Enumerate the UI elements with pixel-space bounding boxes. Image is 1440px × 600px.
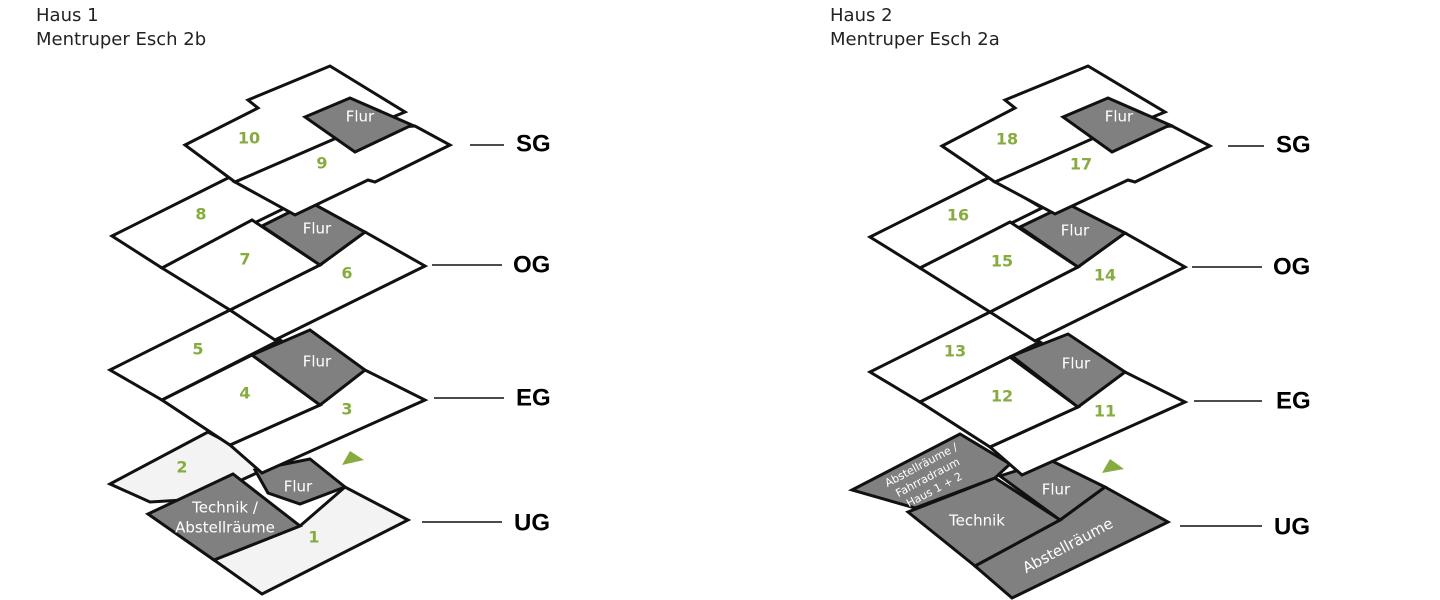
house-2-title: Haus 2 Mentruper Esch 2a (830, 4, 1000, 52)
house-2-room-flur-ug-label: Flur (1042, 481, 1071, 499)
house-2-unit-18-label: 18 (996, 130, 1018, 149)
house-1-unit-2-label: 2 (176, 458, 187, 477)
house-1-unit-8-label: 8 (195, 205, 206, 224)
house-1-floor-og-label: OG (513, 251, 550, 278)
house-2-unit-17-label: 17 (1070, 155, 1092, 174)
house-1-unit-6-label: 6 (341, 264, 352, 283)
house-2-room-technik-ug[interactable] (905, 476, 1063, 568)
house-1-unit-4-label: 4 (239, 384, 250, 403)
house-1-room-flur-ug[interactable] (252, 457, 348, 506)
house-1-room-flur-og-label: Flur (303, 220, 332, 238)
house-2-floor-ug-label: UG (1274, 513, 1310, 540)
house-1-floor-ug-label: UG (514, 509, 550, 536)
house-1-floor-eg: 5 4 3 Flur EG (106, 308, 551, 475)
house-1-floor-sg: 10 9 Flur SG (182, 64, 551, 217)
house-2-room-abstellraeume-fahrradraum[interactable] (847, 432, 1013, 510)
house-2-plan: Abstellräume / Fahrradraum Haus 1 + 2 Fl… (847, 64, 1311, 600)
house-1-entrance-arrow (342, 451, 364, 465)
house-1-room-technik-label-1: Technik / (191, 499, 259, 517)
house-2-floor-og: 16 15 14 Flur OG (866, 175, 1310, 343)
house-1-room-flur-sg[interactable] (301, 96, 416, 154)
house-1-unit-1-label: 1 (308, 528, 319, 547)
house-2-room-flur-eg-label: Flur (1062, 355, 1091, 373)
house-2-floor-eg: 13 12 11 Flur EG (866, 310, 1311, 477)
house-1-title: Haus 1 Mentruper Esch 2b (36, 4, 206, 52)
house-2-room-technik-label: Technik (948, 512, 1005, 530)
house-2-room-flur-sg[interactable] (1059, 96, 1174, 154)
house-1-unit-10-label: 10 (238, 129, 260, 148)
house-1-name: Haus 1 (36, 5, 99, 26)
house-2-floor-eg-label: EG (1276, 387, 1311, 414)
house-2-unit-13[interactable] (866, 310, 1044, 404)
house-1-plan: 2 1 Flur Technik / Abstellräume UG 5 4 3… (106, 64, 551, 596)
house-2-address: Mentruper Esch 2a (830, 29, 1000, 50)
house-2-floor-sg: 18 17 Flur SG (939, 64, 1311, 216)
house-1-room-flur-eg-label: Flur (303, 353, 332, 371)
house-2-unit-15-label: 15 (991, 252, 1013, 271)
house-1-room-technik-label-2: Abstellräume (175, 519, 275, 537)
house-1-room-flur-sg-label: Flur (346, 108, 375, 126)
house-2-unit-16-label: 16 (947, 206, 969, 225)
house-1-unit-9-label: 9 (316, 154, 327, 173)
house-2-room-flur-sg-label: Flur (1105, 108, 1134, 126)
house-1-unit-3-label: 3 (341, 400, 352, 419)
house-2-unit-13-label: 13 (944, 342, 966, 361)
house-1-floor-sg-label: SG (516, 130, 551, 157)
house-1-room-flur-eg[interactable] (249, 328, 368, 407)
house-2-floor-sg-label: SG (1276, 131, 1311, 158)
house-2-room-flur-og-label: Flur (1061, 222, 1090, 240)
house-2-unit-14-label: 14 (1094, 266, 1116, 285)
house-2-floor-og-label: OG (1273, 253, 1310, 280)
house-2-unit-11-label: 11 (1094, 402, 1116, 421)
house-1-floor-ug: 2 1 Flur Technik / Abstellräume UG (106, 430, 550, 596)
house-2-floor-ug: Abstellräume / Fahrradraum Haus 1 + 2 Fl… (847, 432, 1310, 600)
house-1-unit-5-label: 5 (192, 340, 203, 359)
house-2-entrance-arrow (1102, 459, 1124, 473)
house-1-room-technik-ug[interactable] (145, 472, 303, 562)
house-2-name: Haus 2 (830, 5, 893, 26)
house-2-room-flur-eg[interactable] (1008, 332, 1128, 409)
house-1-unit-7-label: 7 (239, 250, 250, 269)
house-2-unit-12-label: 12 (991, 387, 1013, 406)
house-1-address: Mentruper Esch 2b (36, 29, 207, 50)
house-1-room-flur-ug-label: Flur (284, 478, 313, 496)
house-1-floor-og: 8 7 6 Flur OG (108, 174, 550, 342)
house-1-unit-5[interactable] (106, 308, 284, 402)
house-1-floor-eg-label: EG (516, 384, 551, 411)
